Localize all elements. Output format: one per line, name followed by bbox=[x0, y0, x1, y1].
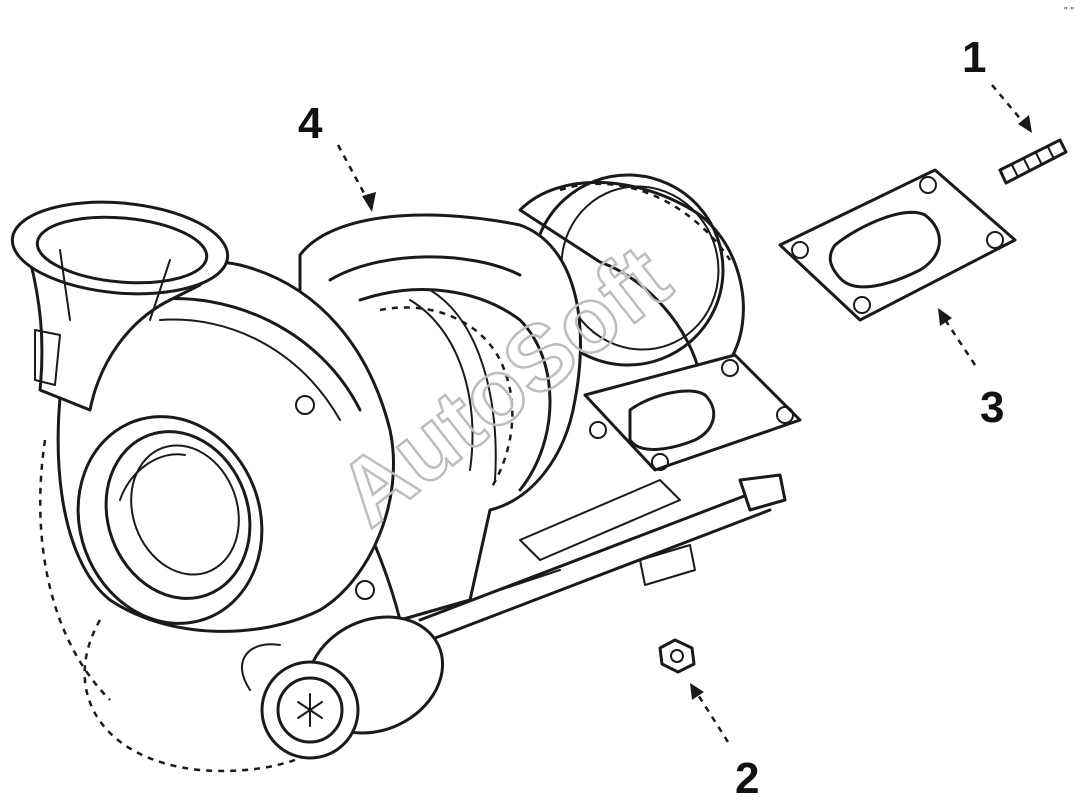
actuator-canister bbox=[240, 615, 445, 760]
callout-3: 3 bbox=[980, 383, 1004, 432]
turbocharger-drawing bbox=[10, 173, 802, 773]
corner-mark: " " bbox=[1064, 6, 1074, 17]
leader-arrows bbox=[336, 84, 1032, 743]
callout-2: 2 bbox=[735, 754, 759, 803]
compressor-housing bbox=[39, 259, 395, 773]
wastegate-actuator bbox=[418, 473, 787, 642]
stud-drawing bbox=[998, 138, 1068, 185]
callout-1: 1 bbox=[962, 33, 986, 82]
nut-drawing bbox=[658, 638, 696, 674]
turbine-inlet-flange bbox=[583, 353, 802, 472]
callout-4: 4 bbox=[298, 99, 323, 148]
gasket-drawing bbox=[778, 168, 1017, 322]
compressor-inlet-elbow bbox=[10, 200, 230, 412]
